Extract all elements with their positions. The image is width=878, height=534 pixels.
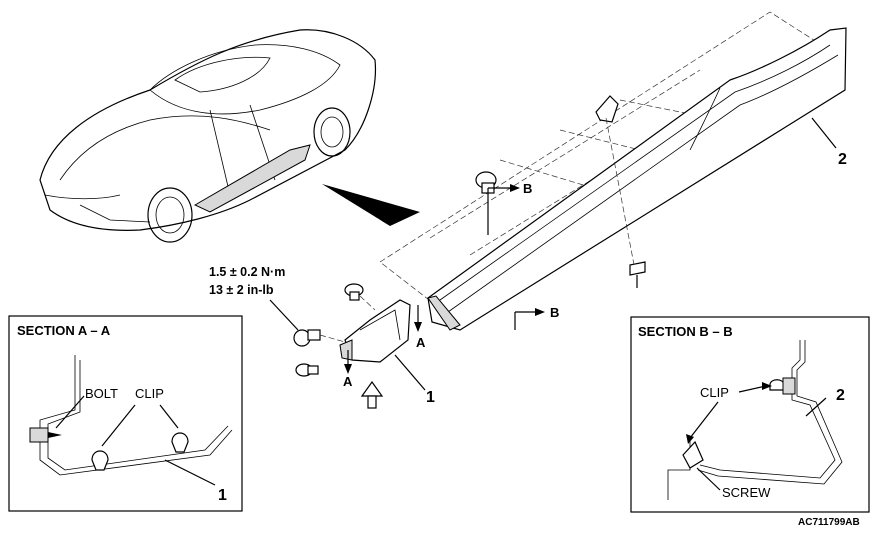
- section-b-label-top: B: [523, 181, 532, 196]
- section-a-label-right: A: [416, 335, 426, 350]
- section-aa-clip-label: CLIP: [135, 386, 164, 401]
- section-aa-bolt-label: BOLT: [85, 386, 118, 401]
- section-b-arrow-top: B: [487, 181, 532, 235]
- section-a-arrow-right: A: [414, 305, 426, 350]
- cover-clip-bottom: [360, 380, 384, 409]
- section-bb-part-callout: 2: [836, 387, 845, 404]
- cover-bolt: [293, 329, 346, 347]
- section-b-arrow-bottom: B: [514, 305, 559, 330]
- section-aa-panel: SECTION A – A BOLT CLIP 1: [8, 315, 243, 512]
- sill-clip-top: [595, 95, 636, 271]
- figure-code: AC711799AB: [798, 517, 860, 528]
- section-a-label-left: A: [343, 374, 353, 389]
- cover-clip-left: [295, 363, 319, 377]
- section-bb-title: SECTION B – B: [638, 324, 733, 339]
- torque-value-metric: 1.5 ± 0.2 N·m: [209, 265, 285, 279]
- section-bb-screw-label: SCREW: [722, 485, 771, 500]
- sill-screw: [629, 261, 646, 288]
- part-1-callout: 1: [426, 389, 435, 406]
- section-aa-part-callout: 1: [218, 487, 227, 504]
- front-end-cover: [339, 299, 411, 363]
- pointer-arrow: [322, 184, 420, 226]
- sill-clip-mid: [475, 171, 497, 194]
- side-sill-garnish: [379, 11, 847, 331]
- section-a-arrow-left: A: [343, 350, 353, 389]
- cover-clip-top: [344, 283, 376, 311]
- section-bb-panel: SECTION B – B CLIP SCREW 2: [630, 316, 870, 513]
- part-2-callout: 2: [838, 151, 847, 168]
- section-aa-title: SECTION A – A: [17, 323, 111, 338]
- car-illustration: [39, 29, 377, 243]
- section-bb-clip-label: CLIP: [700, 385, 729, 400]
- torque-value-imperial: 13 ± 2 in-lb: [209, 283, 274, 297]
- section-b-label-bottom: B: [550, 305, 559, 320]
